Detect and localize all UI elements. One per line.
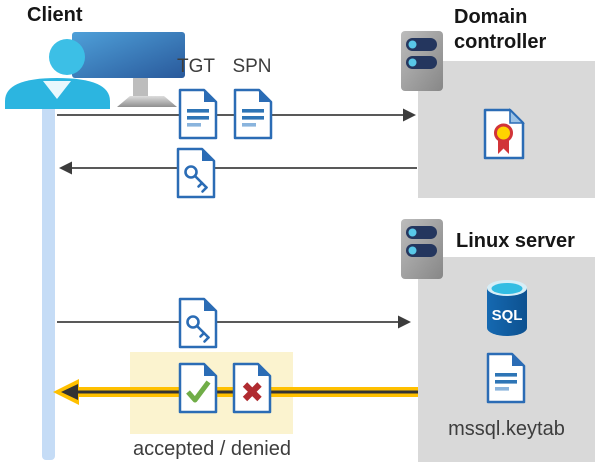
- client-computer-user-icon: [5, 32, 185, 109]
- spn-label: SPN: [232, 56, 272, 77]
- sql-text: SQL: [492, 307, 523, 324]
- spn-document-icon: [233, 88, 273, 140]
- client-lifeline: [42, 96, 55, 460]
- keytab-label: mssql.keytab: [448, 418, 565, 440]
- monitor-stand-base: [117, 96, 177, 107]
- cross-document-icon: [232, 362, 272, 414]
- domain-controller-label: Domain controller: [454, 6, 547, 53]
- tgt-label: TGT: [177, 56, 215, 77]
- client-label: Client: [27, 4, 83, 26]
- arrow-client-to-linux: [57, 315, 411, 329]
- seal: [494, 123, 513, 143]
- monitor-icon: [72, 32, 185, 78]
- accepted-denied-label: accepted / denied: [133, 438, 291, 460]
- linux-server-icon: [401, 219, 443, 279]
- domain-controller-server-icon: [401, 31, 443, 91]
- tgt-document-icon: [178, 88, 218, 140]
- user-collar: [43, 81, 71, 99]
- certificate-document-icon: [483, 108, 525, 160]
- monitor-stand-neck: [133, 78, 148, 97]
- check-document-icon: [178, 362, 218, 414]
- arrow-dc-to-client: [59, 161, 417, 175]
- key-document-icon: [176, 147, 216, 199]
- keytab-document-icon: [486, 352, 526, 404]
- key-document-icon: [178, 297, 218, 349]
- sql-database-icon: SQL: [487, 280, 527, 336]
- linux-server-label: Linux server: [456, 230, 575, 252]
- user-head-icon: [49, 39, 85, 75]
